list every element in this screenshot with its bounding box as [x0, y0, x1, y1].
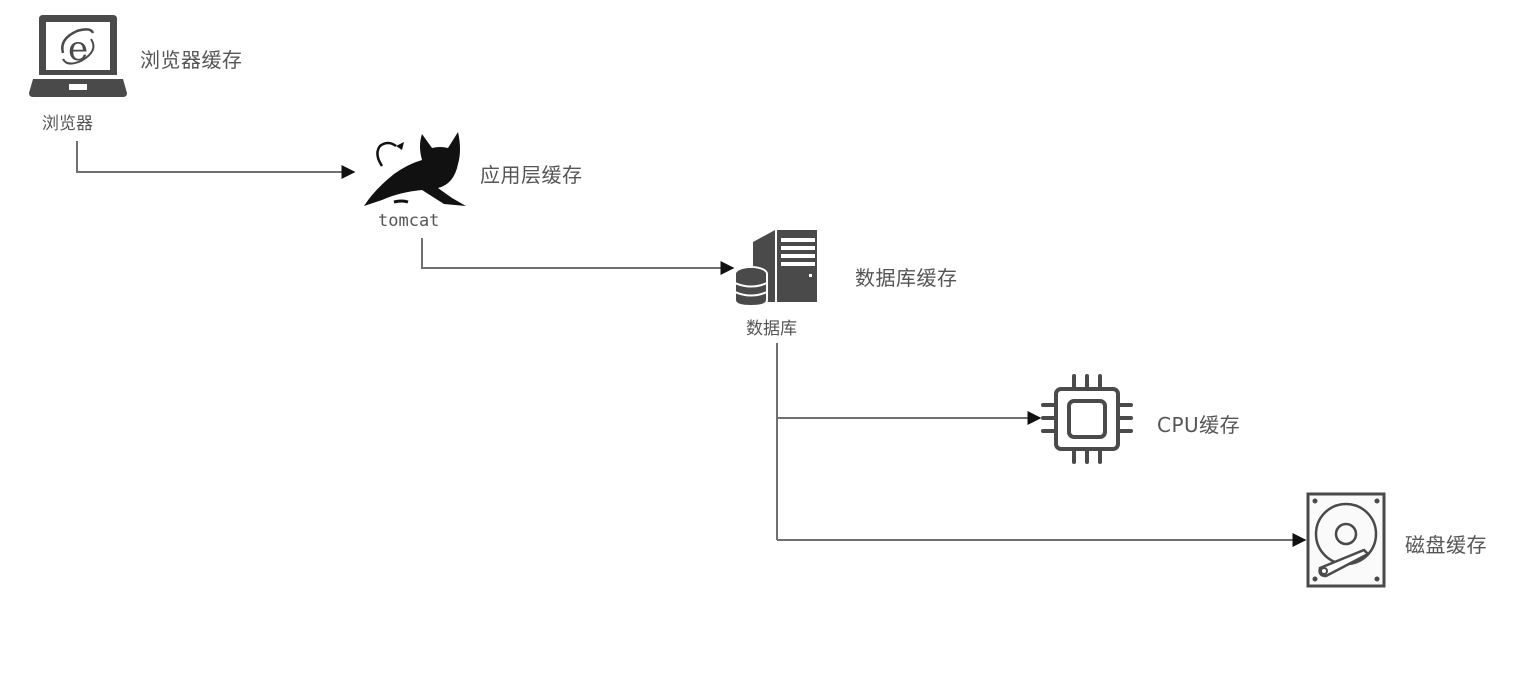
database-cache-label: 数据库缓存	[855, 266, 958, 290]
laptop-browser-icon: e	[29, 15, 127, 97]
database-server-icon	[735, 230, 817, 306]
browser-caption: 浏览器	[42, 114, 93, 134]
disk-cache-label: 磁盘缓存	[1405, 533, 1487, 557]
browser-cache-label: 浏览器缓存	[140, 48, 243, 72]
application-cache-label: 应用层缓存	[480, 163, 583, 187]
edge-tomcat-to-database	[421, 238, 735, 275]
cpu-chip-icon	[1041, 374, 1133, 464]
tomcat-cat-icon	[364, 132, 466, 206]
database-caption: 数据库	[746, 319, 797, 339]
hard-disk-icon	[1306, 492, 1386, 588]
tomcat-caption: tomcat	[378, 211, 440, 231]
edge-browser-to-tomcat	[76, 141, 356, 179]
cpu-cache-label: CPU缓存	[1157, 413, 1241, 437]
